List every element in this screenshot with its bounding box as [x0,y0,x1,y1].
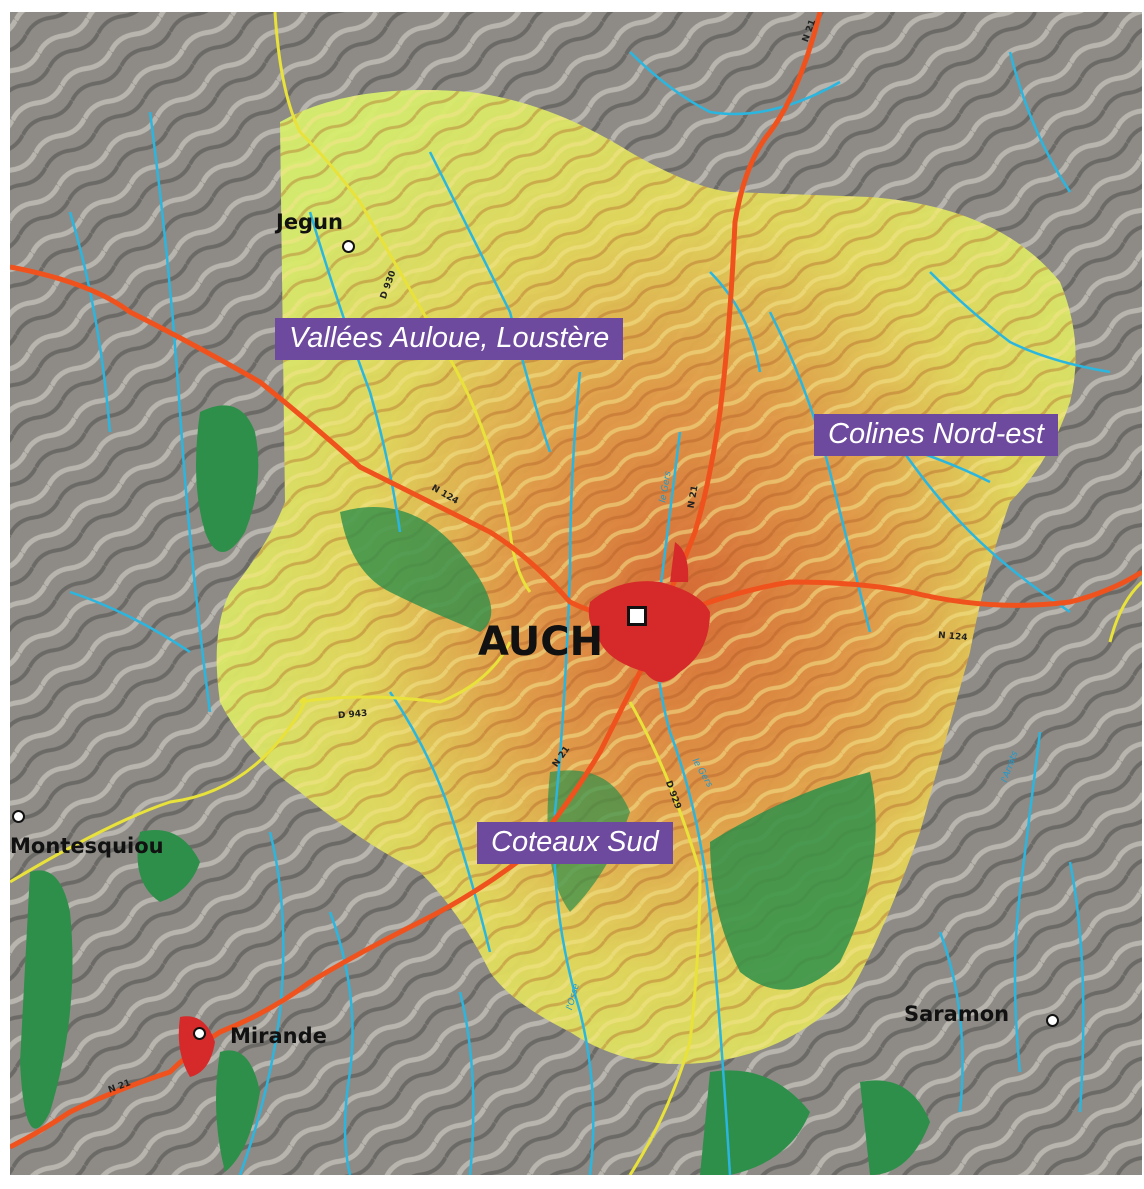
departmental-roads [10,12,1142,1175]
town-marker-icon [342,240,355,253]
national-roads [10,12,1142,1150]
urban-areas [178,542,710,1077]
zone-label-vallees: Vallées Auloue, Loustère [275,318,624,360]
map-frame[interactable]: Vallées Auloue, Loustère Colines Nord-es… [10,12,1142,1175]
town-marker-icon [1046,1014,1059,1027]
forest-patches [20,405,930,1175]
town-label-jegun: Jegun [276,210,343,234]
town-marker-icon [12,810,25,823]
town-label-auch: AUCH [478,619,604,665]
zone-label-coteaux: Coteaux Sud [477,822,673,864]
town-marker-icon [193,1027,206,1040]
zone-label-colines: Colines Nord-est [814,414,1058,456]
town-label-saramon: Saramon [904,1002,1010,1026]
town-label-montesquiou: Montesquiou [10,834,164,858]
prefecture-marker-icon [627,606,647,626]
river-network [68,51,1111,1175]
town-label-mirande: Mirande [230,1024,327,1048]
